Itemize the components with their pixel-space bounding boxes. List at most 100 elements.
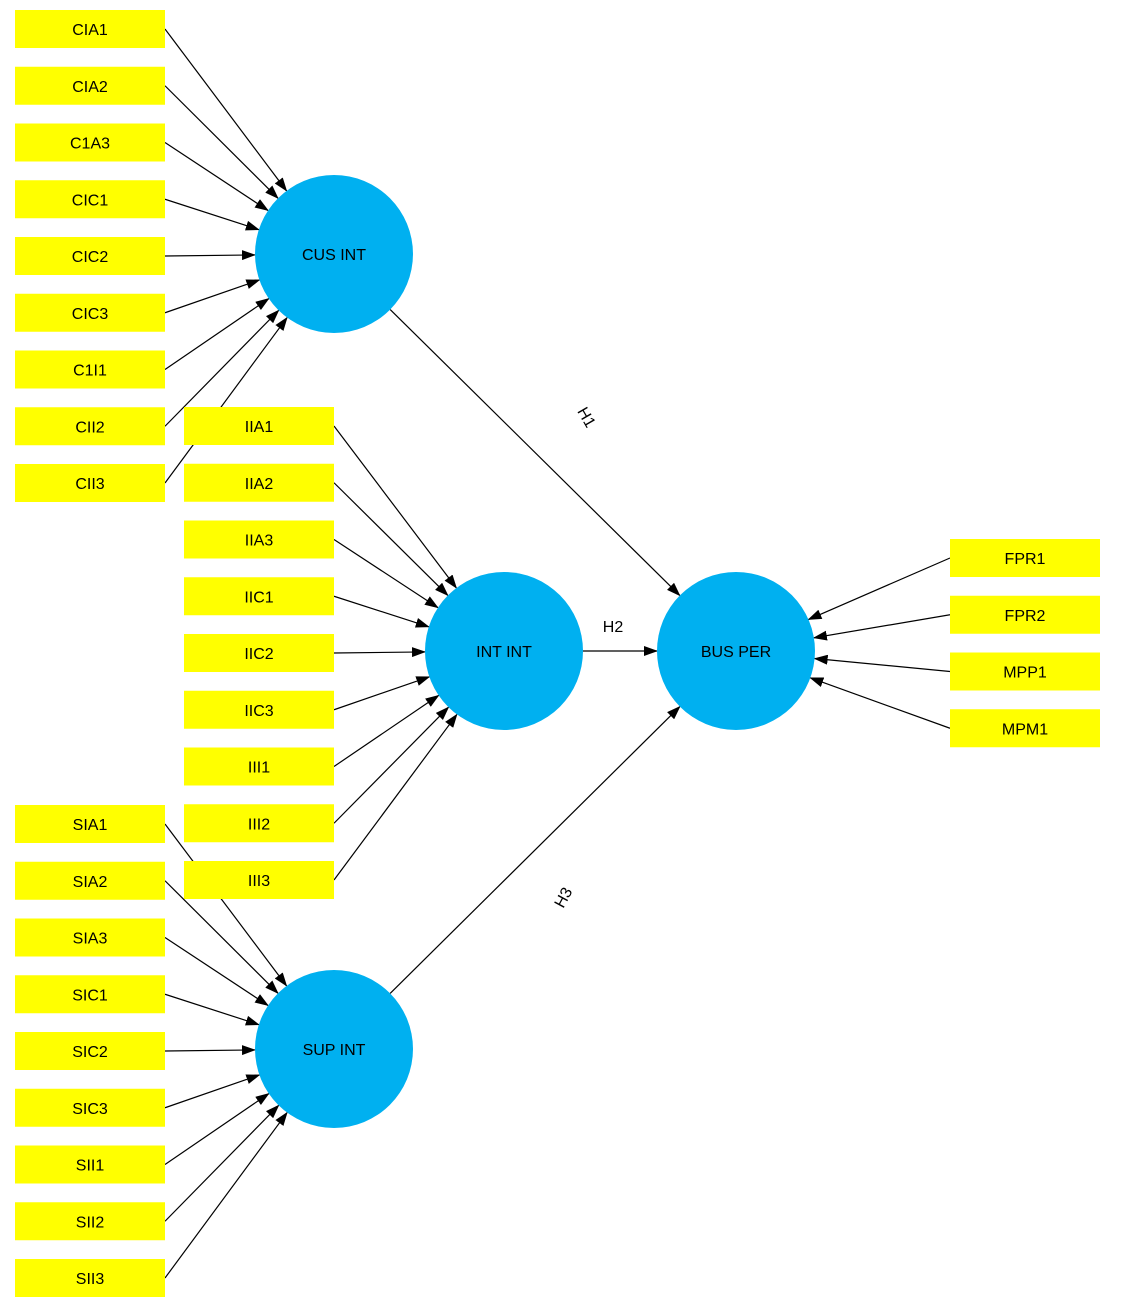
construct-circle-cus bbox=[255, 175, 413, 333]
indicator-box-sic1 bbox=[15, 975, 165, 1014]
indicator-label: III3 bbox=[248, 873, 270, 890]
construct-circle-int bbox=[425, 572, 583, 730]
path-label-h2: H2 bbox=[603, 619, 624, 636]
indicator-arrow-cic3 bbox=[164, 279, 261, 314]
indicator-box-sia3 bbox=[15, 918, 165, 957]
indicator-arrow-cii2 bbox=[164, 309, 280, 427]
indicator-arrow-sii3 bbox=[164, 1111, 288, 1279]
indicator-arrow-fpr2 bbox=[812, 614, 951, 641]
indicator-arrow-iia3 bbox=[333, 538, 439, 609]
construct-circle-bus bbox=[657, 572, 815, 730]
path-arrow-h1 bbox=[389, 309, 681, 597]
indicator-arrow-sia2 bbox=[164, 880, 279, 994]
indicator-box-cia1 bbox=[15, 10, 165, 48]
indicator-arrow-iia2 bbox=[333, 482, 449, 597]
indicator-box-cic2 bbox=[15, 237, 165, 275]
indicator-box-iii1 bbox=[184, 747, 334, 786]
indicator-arrow-sic3 bbox=[164, 1074, 261, 1109]
indicator-box-cia2 bbox=[15, 66, 165, 105]
indicator-arrow-sii1 bbox=[164, 1093, 270, 1165]
indicator-box-iic1 bbox=[184, 577, 334, 616]
indicator-box-sii2 bbox=[15, 1202, 165, 1241]
indicator-box-iii2 bbox=[184, 804, 334, 843]
indicator-box-cic3 bbox=[15, 293, 165, 332]
indicator-arrow-mpm1 bbox=[809, 677, 951, 729]
indicator-label: CII3 bbox=[75, 476, 104, 493]
indicator-label: FPR1 bbox=[1005, 551, 1046, 568]
indicator-arrow-mpp1 bbox=[813, 654, 951, 673]
indicator-label: III1 bbox=[248, 760, 270, 777]
indicator-label: IIA1 bbox=[245, 419, 274, 436]
indicator-box-mpp1 bbox=[950, 652, 1100, 691]
construct-label-sup: SUP INT bbox=[303, 1042, 366, 1059]
construct-label-cus: CUS INT bbox=[302, 247, 366, 264]
indicator-arrow-iii3 bbox=[333, 713, 458, 881]
construct-label-int: INT INT bbox=[476, 644, 532, 661]
indicator-box-iia2 bbox=[184, 463, 334, 502]
indicator-arrow-c1i1 bbox=[164, 298, 270, 370]
indicator-box-sia1 bbox=[15, 805, 165, 843]
indicator-arrow-cia1 bbox=[164, 28, 288, 192]
indicator-arrow-sia3 bbox=[164, 936, 269, 1007]
indicator-box-c1a3 bbox=[15, 123, 165, 162]
indicator-arrow-iic2 bbox=[333, 647, 427, 658]
indicator-label: IIA2 bbox=[245, 476, 274, 493]
indicator-label: CIC1 bbox=[72, 192, 109, 209]
indicator-label: IIC3 bbox=[244, 703, 273, 720]
indicator-label: SII2 bbox=[76, 1214, 105, 1231]
indicator-label: CIC2 bbox=[72, 249, 109, 266]
indicator-label: SIC2 bbox=[72, 1044, 108, 1061]
indicator-label: MPP1 bbox=[1003, 665, 1047, 682]
indicator-arrow-iii1 bbox=[333, 694, 440, 767]
indicator-arrow-c1a3 bbox=[164, 141, 269, 212]
indicator-label: C1I1 bbox=[73, 363, 107, 380]
indicator-label: CII2 bbox=[75, 419, 104, 436]
indicator-box-mpm1 bbox=[950, 709, 1100, 748]
indicator-box-iic2 bbox=[184, 634, 334, 672]
indicator-arrow-cic2 bbox=[164, 250, 257, 261]
indicator-arrow-iia1 bbox=[333, 425, 457, 589]
indicator-box-fpr1 bbox=[950, 539, 1100, 577]
indicator-arrow-iii2 bbox=[333, 706, 450, 824]
indicator-arrow-iic1 bbox=[333, 595, 430, 628]
indicator-arrow-cii3 bbox=[164, 316, 288, 484]
indicator-arrow-sic1 bbox=[164, 993, 260, 1026]
indicator-label: C1A3 bbox=[70, 136, 110, 153]
indicator-label: SIA3 bbox=[73, 931, 108, 948]
indicator-arrow-sia1 bbox=[164, 823, 288, 987]
constructs-layer: CUS INT INT INT SUP INT BUS PER bbox=[255, 175, 815, 1128]
indicator-label: III2 bbox=[248, 816, 270, 833]
indicator-box-iia3 bbox=[184, 520, 334, 559]
indicator-arrow-fpr1 bbox=[807, 557, 951, 621]
indicator-arrow-sic2 bbox=[164, 1045, 257, 1056]
path-label-h3: H3 bbox=[552, 885, 577, 911]
indicator-label: MPM1 bbox=[1002, 721, 1048, 738]
indicator-label: SIA2 bbox=[73, 874, 108, 891]
indicator-label: IIC2 bbox=[244, 646, 273, 663]
indicator-label: SII1 bbox=[76, 1158, 105, 1175]
indicator-box-cii3 bbox=[15, 464, 165, 502]
construct-label-bus: BUS PER bbox=[701, 644, 771, 661]
indicator-label: CIA2 bbox=[72, 79, 108, 96]
path-arrow-h3 bbox=[389, 705, 681, 994]
indicator-arrow-cia2 bbox=[164, 85, 279, 199]
indicator-arrow-cic1 bbox=[164, 198, 260, 231]
indicator-box-sic3 bbox=[15, 1088, 165, 1127]
indicator-label: CIA1 bbox=[72, 22, 108, 39]
indicator-box-iii3 bbox=[184, 861, 334, 899]
indicator-box-sia2 bbox=[15, 861, 165, 900]
indicator-arrow-iic3 bbox=[333, 676, 431, 711]
path-label-h1: H1 bbox=[573, 405, 598, 431]
indicator-box-iic3 bbox=[184, 690, 334, 729]
indicator-label: IIC1 bbox=[244, 589, 273, 606]
indicator-box-cii2 bbox=[15, 407, 165, 446]
indicator-box-c1i1 bbox=[15, 350, 165, 389]
indicator-box-iia1 bbox=[184, 407, 334, 445]
indicator-box-sii1 bbox=[15, 1145, 165, 1184]
indicator-box-sic2 bbox=[15, 1032, 165, 1070]
indicator-label: SIA1 bbox=[73, 817, 108, 834]
indicator-box-sii3 bbox=[15, 1259, 165, 1297]
indicator-label: CIC3 bbox=[72, 306, 109, 323]
